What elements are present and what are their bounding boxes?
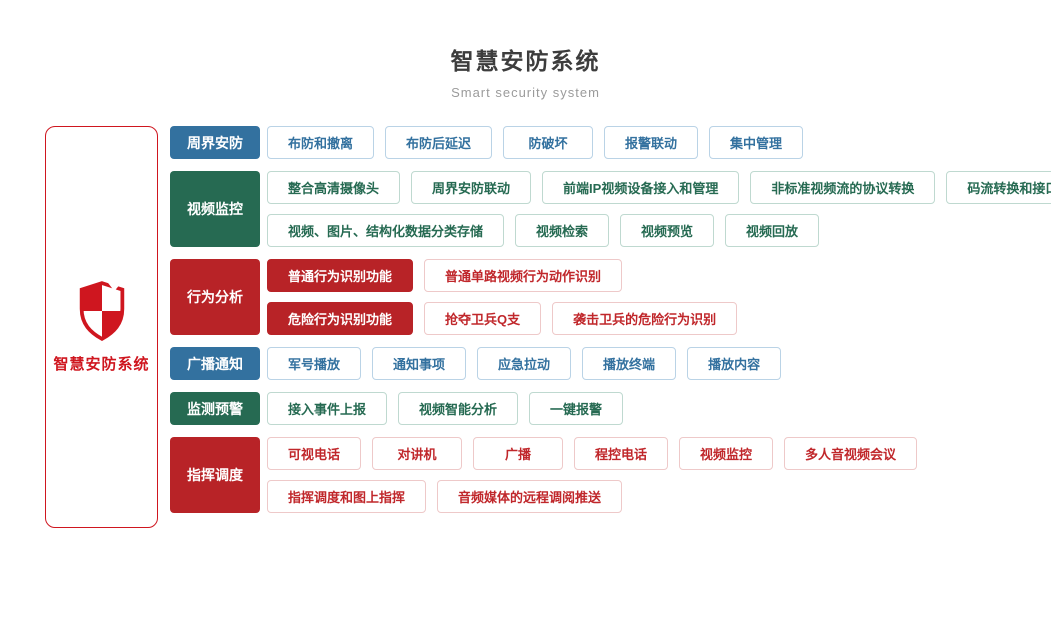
feature-item: 袭击卫兵的危险行为识别 xyxy=(552,302,738,335)
category-command-dispatch: 指挥调度 xyxy=(170,437,260,513)
feature-item: 军号播放 xyxy=(267,347,362,380)
feature-item: 视频、图片、结构化数据分类存储 xyxy=(267,214,505,247)
feature-item: 布防后延迟 xyxy=(385,126,493,159)
category-perimeter-security: 周界安防 xyxy=(170,126,260,159)
feature-item: 前端IP视频设备接入和管理 xyxy=(542,171,740,204)
feature-item: 抢夺卫兵Q支 xyxy=(424,302,542,335)
feature-item: 对讲机 xyxy=(372,437,463,470)
category-video-surveillance: 视频监控 xyxy=(170,171,260,247)
section-monitor-warning: 监测预警接入事件上报视频智能分析一键报警 xyxy=(170,392,1051,425)
shield-icon xyxy=(79,280,124,341)
root-label: 智慧安防系统 xyxy=(53,355,150,373)
category-behavior-analysis: 行为分析 xyxy=(170,259,260,335)
feature-item: 接入事件上报 xyxy=(267,392,388,425)
feature-item: 整合高清摄像头 xyxy=(267,171,401,204)
feature-item: 音频媒体的远程调阅推送 xyxy=(437,480,623,513)
sections: 周界安防布防和撤离布防后延迟防破坏报警联动集中管理视频监控整合高清摄像头周界安防… xyxy=(170,126,1051,513)
section-items: 整合高清摄像头周界安防联动前端IP视频设备接入和管理非标准视频流的协议转换码流转… xyxy=(267,171,1051,247)
section-perimeter-security: 周界安防布防和撤离布防后延迟防破坏报警联动集中管理 xyxy=(170,126,1051,159)
feature-item: 指挥调度和图上指挥 xyxy=(267,480,427,513)
category-monitor-warning: 监测预警 xyxy=(170,392,260,425)
feature-item: 布防和撤离 xyxy=(267,126,375,159)
feature-item: 普通行为识别功能 xyxy=(267,259,414,292)
item-row: 指挥调度和图上指挥音频媒体的远程调阅推送 xyxy=(267,480,917,513)
section-items: 可视电话对讲机广播程控电话视频监控多人音视频会议指挥调度和图上指挥音频媒体的远程… xyxy=(267,437,918,513)
feature-item: 视频监控 xyxy=(679,437,774,470)
feature-item: 报警联动 xyxy=(604,126,699,159)
section-items: 布防和撤离布防后延迟防破坏报警联动集中管理 xyxy=(267,126,804,159)
feature-item: 视频预览 xyxy=(620,214,715,247)
feature-item: 可视电话 xyxy=(267,437,362,470)
section-items: 军号播放通知事项应急拉动播放终端播放内容 xyxy=(267,347,782,380)
feature-item: 码流转换和接口转换 xyxy=(946,171,1051,204)
feature-item: 防破坏 xyxy=(503,126,594,159)
feature-item: 视频回放 xyxy=(725,214,820,247)
feature-item: 播放终端 xyxy=(582,347,677,380)
feature-item: 普通单路视频行为动作识别 xyxy=(424,259,623,292)
feature-item: 播放内容 xyxy=(687,347,782,380)
feature-item: 多人音视频会议 xyxy=(784,437,918,470)
feature-item: 集中管理 xyxy=(709,126,804,159)
feature-item: 视频智能分析 xyxy=(398,392,519,425)
item-row: 接入事件上报视频智能分析一键报警 xyxy=(267,392,624,425)
feature-item: 周界安防联动 xyxy=(411,171,532,204)
section-video-surveillance: 视频监控整合高清摄像头周界安防联动前端IP视频设备接入和管理非标准视频流的协议转… xyxy=(170,171,1051,247)
section-command-dispatch: 指挥调度可视电话对讲机广播程控电话视频监控多人音视频会议指挥调度和图上指挥音频媒… xyxy=(170,437,1051,513)
item-row: 可视电话对讲机广播程控电话视频监控多人音视频会议 xyxy=(267,437,918,470)
section-items: 接入事件上报视频智能分析一键报警 xyxy=(267,392,624,425)
item-row: 视频、图片、结构化数据分类存储视频检索视频预览视频回放 xyxy=(267,214,1051,247)
item-row: 整合高清摄像头周界安防联动前端IP视频设备接入和管理非标准视频流的协议转换码流转… xyxy=(267,171,1051,204)
feature-item: 一键报警 xyxy=(529,392,624,425)
feature-item: 程控电话 xyxy=(574,437,669,470)
item-row: 普通行为识别功能普通单路视频行为动作识别 xyxy=(267,259,737,292)
page-title: 智慧安防系统 xyxy=(450,48,601,74)
root-node: 智慧安防系统 xyxy=(45,126,158,528)
section-behavior-analysis: 行为分析普通行为识别功能普通单路视频行为动作识别危险行为识别功能抢夺卫兵Q支袭击… xyxy=(170,259,1051,335)
category-broadcast-notice: 广播通知 xyxy=(170,347,260,380)
feature-item: 非标准视频流的协议转换 xyxy=(750,171,936,204)
page-header: 智慧安防系统 Smart security system xyxy=(0,0,1051,100)
feature-item: 应急拉动 xyxy=(477,347,572,380)
feature-item: 通知事项 xyxy=(372,347,467,380)
item-row: 布防和撤离布防后延迟防破坏报警联动集中管理 xyxy=(267,126,804,159)
feature-item: 危险行为识别功能 xyxy=(267,302,414,335)
item-row: 危险行为识别功能抢夺卫兵Q支袭击卫兵的危险行为识别 xyxy=(267,302,738,335)
feature-item: 视频检索 xyxy=(515,214,610,247)
diagram: 智慧安防系统 周界安防布防和撤离布防后延迟防破坏报警联动集中管理视频监控整合高清… xyxy=(45,126,1051,528)
page-subtitle: Smart security system xyxy=(451,85,600,100)
section-broadcast-notice: 广播通知军号播放通知事项应急拉动播放终端播放内容 xyxy=(170,347,1051,380)
item-row: 军号播放通知事项应急拉动播放终端播放内容 xyxy=(267,347,782,380)
section-items: 普通行为识别功能普通单路视频行为动作识别危险行为识别功能抢夺卫兵Q支袭击卫兵的危… xyxy=(267,259,738,335)
feature-item: 广播 xyxy=(473,437,564,470)
